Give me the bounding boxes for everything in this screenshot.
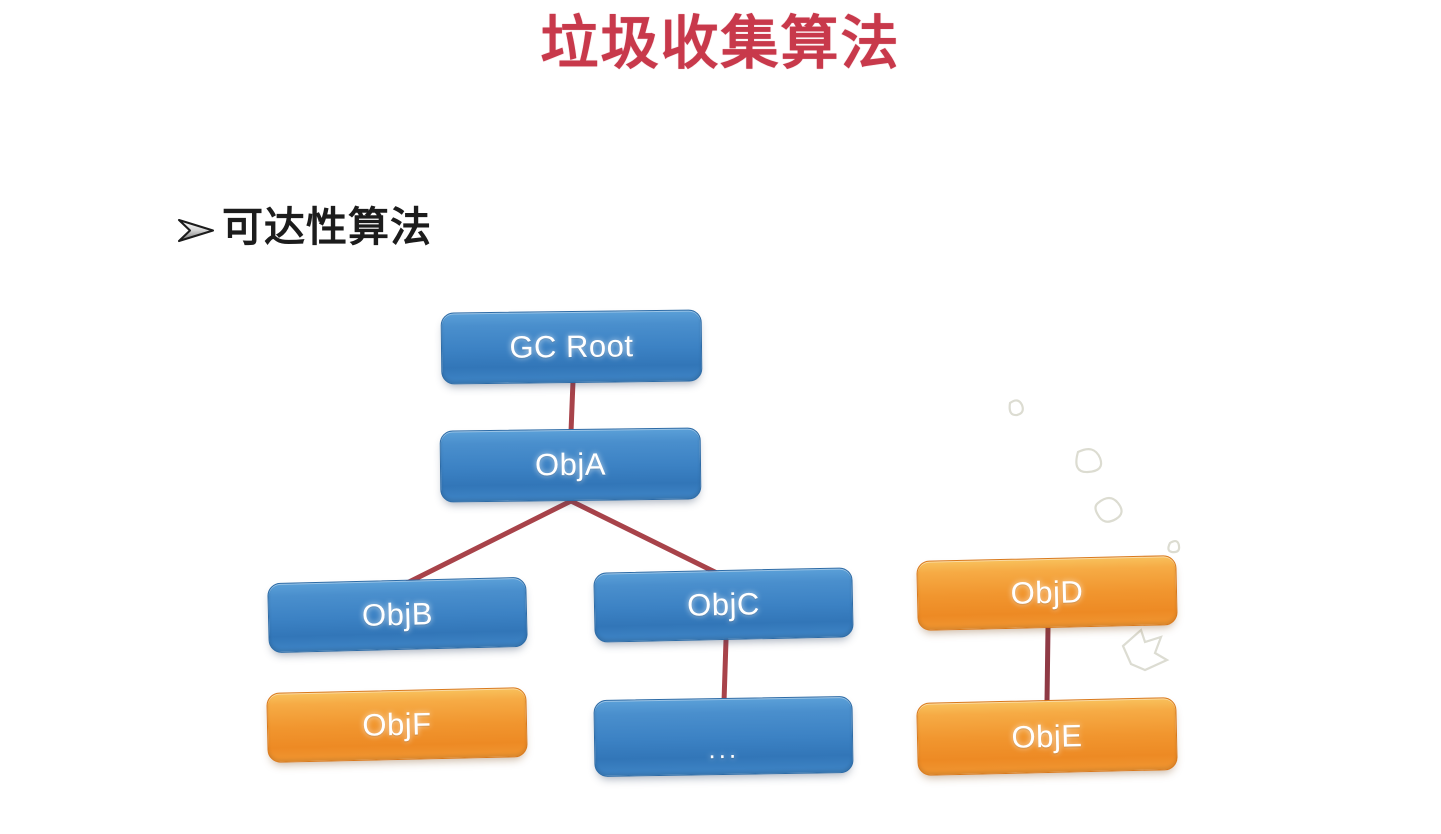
node-obje[interactable]: ObjE (916, 697, 1178, 776)
artifact-speck-2 (1075, 447, 1103, 474)
node-label: ObjF (362, 706, 432, 743)
artifact-speck-4 (1167, 539, 1181, 554)
edge-objc-dots (721, 637, 729, 705)
node-label: ObjD (1010, 574, 1084, 611)
node-gc-root[interactable]: GC Root (440, 309, 703, 385)
node-objb[interactable]: ObjB (267, 576, 528, 654)
edge-obja-objc (568, 498, 730, 581)
node-objc[interactable]: ObjC (593, 567, 854, 643)
artifact-cursor-icon (1121, 628, 1170, 672)
arrow-bullet-icon (176, 213, 216, 249)
node-objf[interactable]: ObjF (266, 687, 528, 763)
node-label: GC Root (509, 328, 634, 365)
node-label: ObjC (686, 586, 761, 623)
node-obja[interactable]: ObjA (439, 427, 702, 503)
edge-gcroot-obja (568, 378, 576, 435)
bullet-heading-label: 可达性算法 (222, 204, 432, 250)
edge-objd-obje (1044, 625, 1051, 705)
node-objd[interactable]: ObjD (916, 555, 1178, 631)
page-title: 垃圾收集算法 (540, 11, 901, 76)
artifact-speck-1 (1008, 399, 1024, 417)
node-label: ObjB (361, 596, 434, 633)
artifact-speck-3 (1094, 496, 1123, 523)
node-label: ... (708, 733, 740, 765)
bullet-heading: 可达性算法 (176, 207, 432, 248)
node-ellipsis[interactable]: ... (593, 695, 854, 778)
edge-obja-objb (398, 498, 574, 589)
node-label: ObjE (1011, 717, 1083, 755)
node-label: ObjA (534, 446, 607, 483)
